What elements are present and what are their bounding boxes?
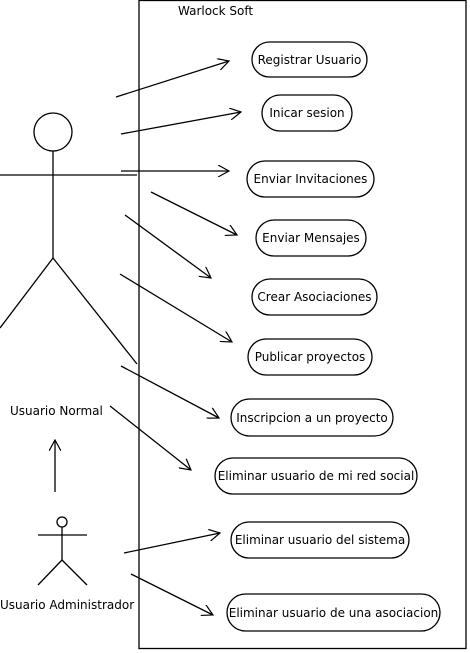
use-case-label: Enviar Mensajes (262, 231, 360, 245)
actor-normal-left-leg (0, 257, 54, 329)
use-case-asociaciones: Crear Asociaciones (251, 278, 378, 316)
use-case-registrar: Registrar Usuario (251, 41, 368, 78)
arrow-iniciar (120, 112, 241, 135)
actor-admin-head (56, 516, 68, 528)
use-case-eliminar-sistema: Eliminar usuario del sistema (230, 521, 410, 559)
use-case-label: Inscripcion a un proyecto (236, 411, 388, 425)
associations (109, 61, 241, 615)
system-boundary (138, 0, 467, 650)
use-cases: Registrar Usuario Inicar sesion Enviar I… (214, 41, 441, 632)
actor-normal-label: Usuario Normal (10, 404, 103, 418)
actor-normal-figure (0, 112, 138, 365)
use-case-iniciar: Inicar sesion (261, 94, 353, 132)
use-case-label: Eliminar usuario de una asociacion (229, 606, 439, 620)
arrow-mensajes (150, 191, 237, 235)
actor-admin-label: Usuario Administrador (0, 598, 135, 612)
use-case-publicar: Publicar proyectos (247, 338, 373, 376)
arrow-eliminar-sistema (123, 533, 220, 554)
actor-normal-right-leg (52, 257, 138, 365)
actor-normal-head (33, 112, 73, 152)
use-case-label: Publicar proyectos (255, 350, 366, 364)
use-case-invitaciones: Enviar Invitaciones (246, 160, 375, 198)
arrow-asociaciones (124, 214, 211, 278)
use-case-eliminar-asociacion: Eliminar usuario de una asociacion (226, 593, 441, 632)
system-title: Warlock Soft (178, 4, 253, 18)
use-case-label: Eliminar usuario de mi red social (218, 469, 415, 483)
arrow-registrar (115, 61, 229, 98)
use-case-label: Eliminar usuario del sistema (235, 533, 405, 547)
actor-admin-right-leg (61, 559, 88, 586)
arrow-publicar (119, 273, 232, 342)
arrow-inscripcion (120, 365, 219, 418)
use-case-label: Registrar Usuario (258, 53, 362, 67)
use-case-label: Inicar sesion (269, 106, 344, 120)
arrow-eliminar-red (109, 405, 191, 470)
use-case-inscripcion: Inscripcion a un proyecto (230, 398, 394, 437)
use-case-mensajes: Enviar Mensajes (255, 219, 367, 257)
arrow-eliminar-asociacion (130, 573, 213, 615)
actor-admin-left-leg (37, 559, 63, 586)
use-case-label: Enviar Invitaciones (254, 172, 368, 186)
use-case-label: Crear Asociaciones (257, 290, 371, 304)
use-case-eliminar-red: Eliminar usuario de mi red social (214, 457, 418, 495)
actor-admin-figure (37, 516, 88, 586)
